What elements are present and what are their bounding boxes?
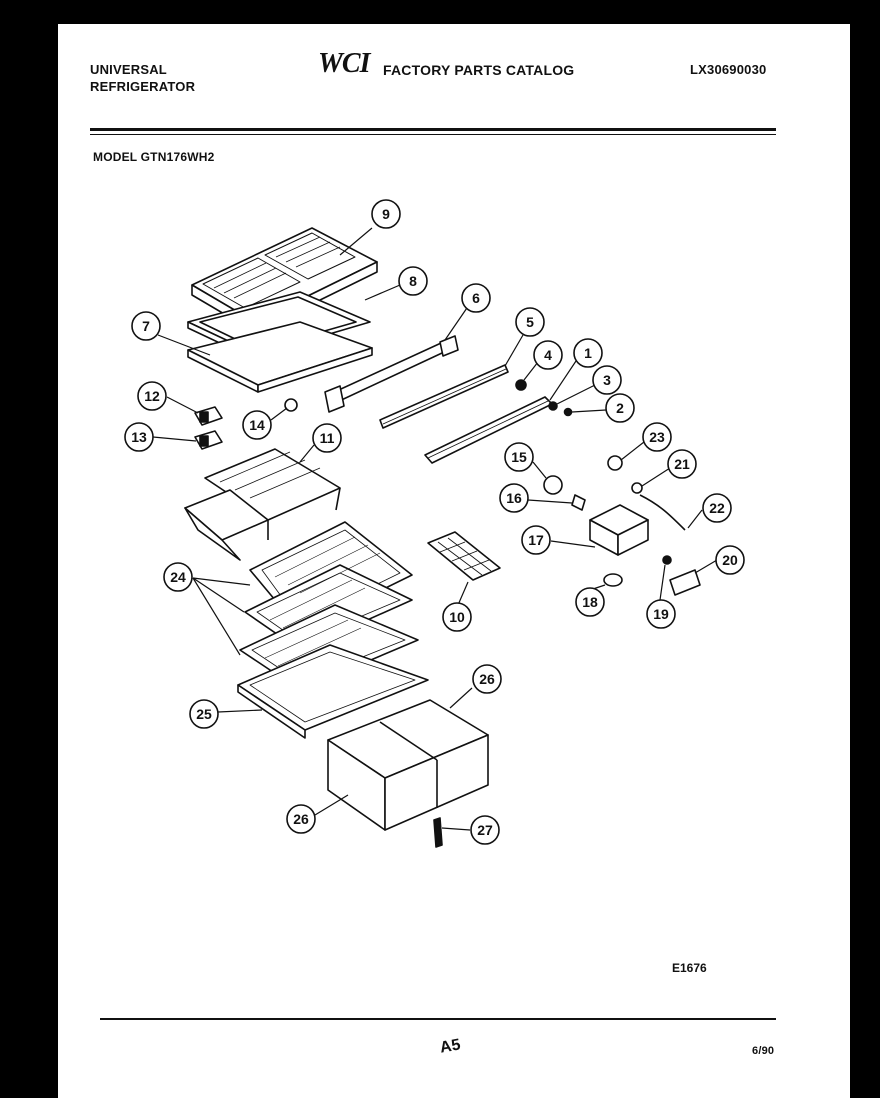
part-4-screw	[515, 379, 527, 391]
callout-4	[533, 340, 563, 370]
part-22-wire	[639, 494, 686, 531]
callout-13	[124, 422, 154, 452]
callout-label-3: 3	[603, 372, 611, 388]
callout-12	[137, 381, 167, 411]
callout-label-26a: 26	[479, 671, 495, 687]
callout-7	[131, 311, 161, 341]
callout-label-21: 21	[674, 456, 690, 472]
callout-label-18: 18	[582, 594, 598, 610]
catalog-date: 6/90	[752, 1045, 775, 1057]
callout-26b	[286, 804, 316, 834]
figure-code: E1676	[672, 961, 707, 975]
callout-label-17: 17	[528, 532, 544, 548]
callout-1	[573, 338, 603, 368]
callout-label-11: 11	[320, 430, 335, 446]
callout-8	[398, 266, 428, 296]
callout-label-6: 6	[472, 290, 480, 306]
part-10-egg-tray	[427, 531, 501, 581]
callout-label-12: 12	[144, 388, 160, 404]
part-26-crisper	[327, 699, 489, 831]
callout-label-10: 10	[449, 609, 465, 625]
catalog-number: LX30690030	[690, 62, 767, 77]
part-17-housing	[589, 504, 649, 556]
header-rule-thin	[90, 134, 776, 135]
callout-24	[163, 562, 193, 592]
callout-label-13: 13	[131, 429, 147, 445]
callout-14	[242, 410, 272, 440]
part-15-bulb	[543, 475, 563, 495]
part-12-bracket	[194, 406, 223, 426]
page-number: A5	[438, 1036, 463, 1057]
part-19-screw	[662, 555, 672, 565]
brand-line-1: UNIVERSAL	[90, 62, 167, 77]
part-25-shelf-frame	[237, 644, 429, 739]
callout-23	[642, 422, 672, 452]
part-5-rail	[379, 364, 509, 429]
callout-label-16: 16	[506, 490, 522, 506]
part-11-step-shelf	[184, 448, 341, 561]
part-20-plate	[669, 569, 701, 596]
part-3-washer	[548, 401, 558, 411]
callout-label-1: 1	[584, 345, 592, 361]
footer-rule	[100, 1018, 776, 1020]
callout-label-14: 14	[249, 417, 265, 433]
callout-17	[521, 525, 551, 555]
part-2-nut	[563, 407, 573, 417]
callout-11	[312, 423, 342, 453]
part-21-switch	[631, 482, 643, 494]
callout-label-23: 23	[649, 429, 665, 445]
callout-label-7: 7	[142, 318, 150, 334]
part-18-diffuser	[603, 573, 623, 587]
callout-10	[442, 602, 472, 632]
callout-label-2: 2	[616, 400, 624, 416]
part-23-thermostat	[607, 455, 623, 471]
callout-label-9: 9	[382, 206, 390, 222]
brand-line-2: REFRIGERATOR	[90, 79, 196, 94]
callout-5	[515, 307, 545, 337]
callout-21	[667, 449, 697, 479]
callout-label-20: 20	[722, 552, 738, 568]
callout-9	[371, 199, 401, 229]
model-label: MODEL GTN176WH2	[93, 150, 215, 164]
callout-19	[646, 599, 676, 629]
callout-20	[715, 545, 745, 575]
callout-label-19: 19	[653, 606, 669, 622]
callout-label-5: 5	[526, 314, 534, 330]
part-13-bracket	[194, 430, 223, 450]
part-27-clip	[433, 817, 443, 848]
callout-15	[504, 442, 534, 472]
callout-22	[702, 493, 732, 523]
callout-27	[470, 815, 500, 845]
part-14-knob	[284, 398, 298, 412]
header-rule-thick	[90, 128, 776, 131]
part-7-panel	[187, 321, 373, 393]
callout-label-15: 15	[511, 449, 527, 465]
callout-label-26b: 26	[293, 811, 309, 827]
callout-6	[461, 283, 491, 313]
callout-18	[575, 587, 605, 617]
callout-16	[499, 483, 529, 513]
callout-label-8: 8	[409, 273, 417, 289]
callout-label-27: 27	[477, 822, 493, 838]
callout-25	[189, 699, 219, 729]
callout-label-22: 22	[709, 500, 725, 516]
callout-26a	[472, 664, 502, 694]
callout-label-4: 4	[544, 347, 552, 363]
wci-logo: WCI	[318, 48, 370, 79]
part-6-rail	[324, 335, 459, 413]
part-16-socket	[571, 494, 586, 511]
callout-2	[605, 393, 635, 423]
callout-3	[592, 365, 622, 395]
callout-label-24: 24	[170, 569, 186, 585]
catalog-title: FACTORY PARTS CATALOG	[383, 62, 575, 78]
callout-label-25: 25	[196, 706, 212, 722]
